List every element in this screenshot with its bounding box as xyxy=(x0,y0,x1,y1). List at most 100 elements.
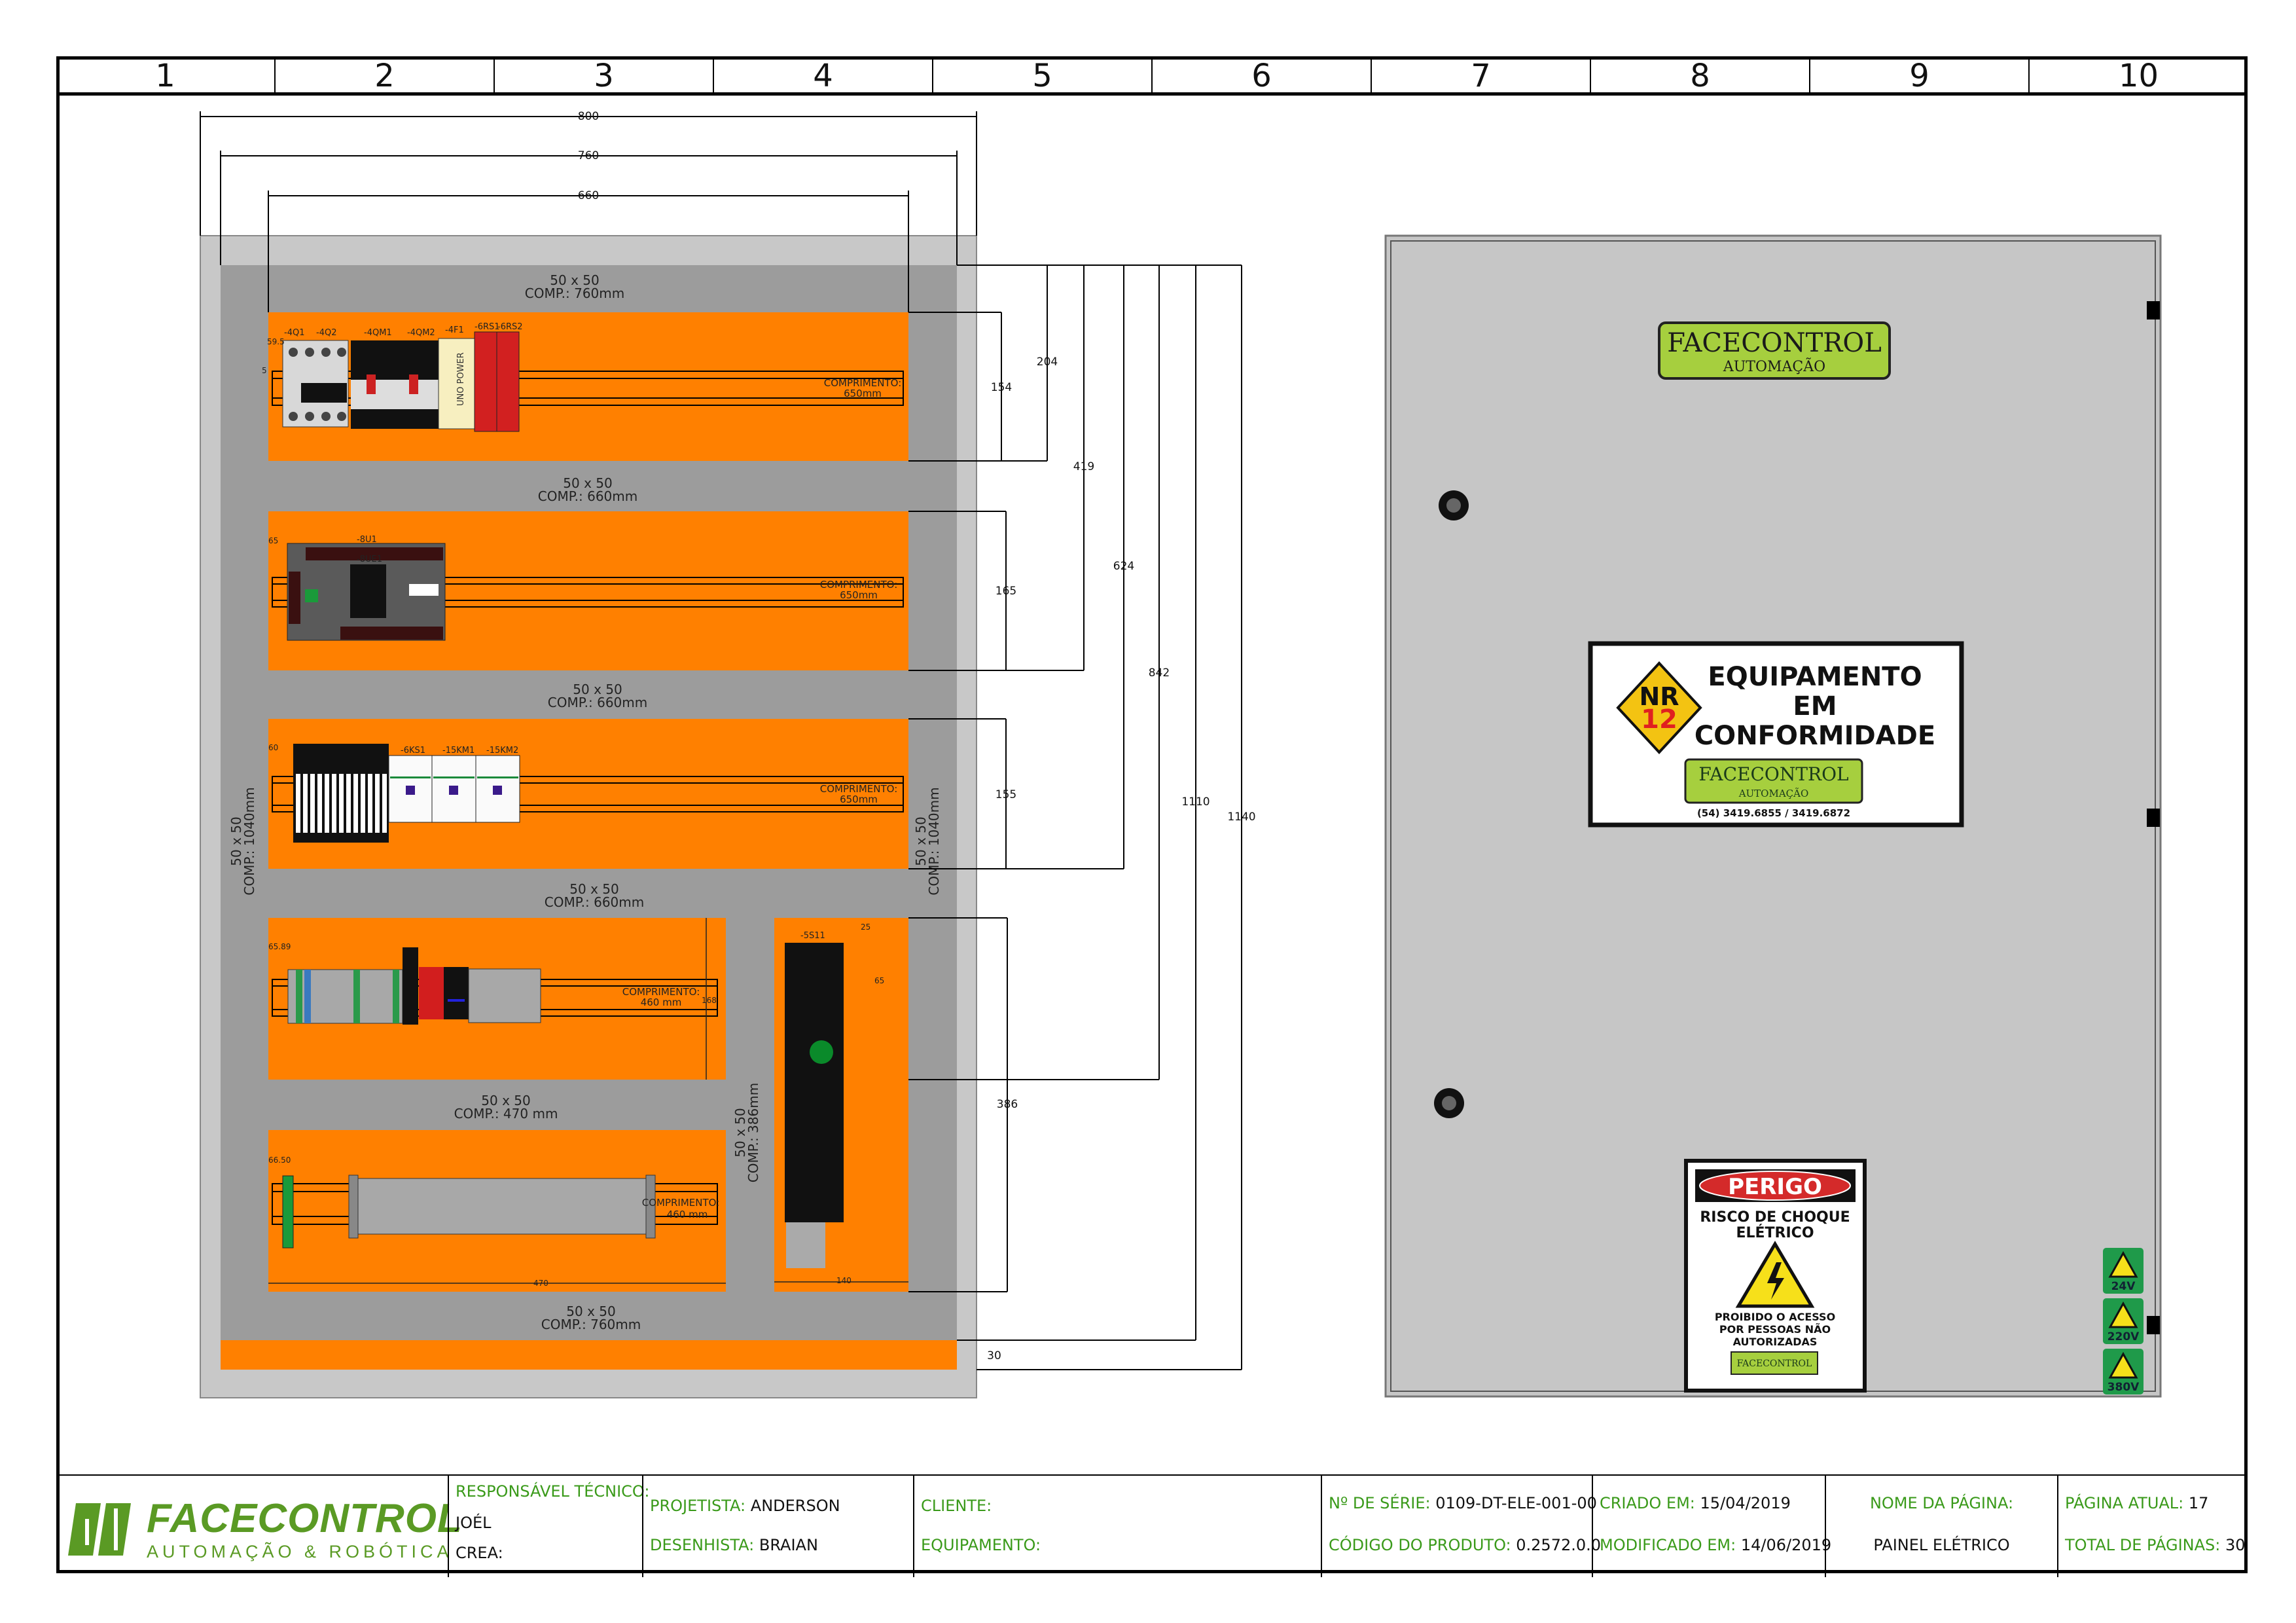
door-logo-text: FACECONTROL xyxy=(1667,328,1882,358)
danger-title: PERIGO xyxy=(1728,1174,1822,1200)
dim-165: 165 xyxy=(996,585,1016,598)
danger-line1: RISCO DE CHOQUE xyxy=(1700,1209,1850,1226)
facecontrol-logo-icon xyxy=(68,1503,131,1556)
safety-relay-6rs1 xyxy=(474,331,497,432)
door-lock-top[interactable] xyxy=(1439,490,1469,520)
criado-label: CRIADO EM: xyxy=(1600,1494,1695,1512)
tag-8u1: -8U1 xyxy=(357,535,377,545)
company-tagline: AUTOMAÇÃO & ROBÓTICA xyxy=(147,1542,453,1561)
grid-col-4: 4 xyxy=(713,56,932,94)
duct-top-length: COMP.: 760mm xyxy=(525,285,625,301)
rail1-length: 650mm xyxy=(844,388,882,399)
duct-row4-size: 50 x 50 xyxy=(569,881,619,897)
duct-right-length: COMP.: 1040mm xyxy=(926,787,942,895)
tag-4f1: -4F1 xyxy=(445,325,464,335)
codigo-label: CÓDIGO DO PRODUTO: xyxy=(1329,1536,1511,1554)
nr12-line2: EM xyxy=(1793,691,1837,721)
nr12-phone: (54) 3419.6855 / 3419.6872 xyxy=(1697,807,1850,819)
serie-value: 0109-DT-ELE-001-00 xyxy=(1435,1494,1597,1512)
row1-components: UNO POWER -4Q1 -4Q2 -4QM1 -4QM2 -4F1 -6R… xyxy=(282,322,523,432)
dim-419: 419 xyxy=(1073,460,1094,473)
resp-label: RESPONSÁVEL TÉCNICO: xyxy=(456,1482,650,1501)
dim-624: 624 xyxy=(1113,560,1134,573)
nr12-badge-num: 12 xyxy=(1641,704,1677,735)
dim-842: 842 xyxy=(1149,666,1170,680)
rail4-length: 460 mm xyxy=(641,996,682,1008)
door-logo-sub: AUTOMAÇÃO xyxy=(1723,357,1825,375)
duct-row3-length: COMP.: 660mm xyxy=(548,695,648,710)
danger-sign: PERIGO RISCO DE CHOQUE ELÉTRICO PROIBIDO… xyxy=(1684,1159,1867,1393)
dim-386: 386 xyxy=(997,1098,1018,1111)
power-supply-label: UNO POWER xyxy=(456,352,466,406)
door-lock-bottom[interactable] xyxy=(1434,1088,1464,1118)
total-value: 30 xyxy=(2225,1536,2246,1554)
grid-col-6: 6 xyxy=(1151,56,1371,94)
voltage-hazard-icon xyxy=(2108,1351,2138,1379)
power-supply-4f1 xyxy=(438,338,475,429)
nr12-logo-text: FACECONTROL xyxy=(1698,763,1848,785)
rail5-label: COMPRIMENTO: xyxy=(642,1197,720,1209)
dim-1140: 1140 xyxy=(1227,811,1255,824)
codigo-value: 0.2572.0.0 xyxy=(1516,1536,1602,1554)
nr12-line3: CONFORMIDADE xyxy=(1695,721,1935,751)
duct-row2-size: 50 x 50 xyxy=(563,475,612,491)
hinge-bottom xyxy=(2147,1316,2160,1334)
dim-204: 204 xyxy=(1037,356,1058,369)
nr12-line1: EQUIPAMENTO xyxy=(1708,662,1922,692)
duct-bottom-length: COMP.: 760mm xyxy=(541,1317,641,1332)
tag-4q1: -4Q1 xyxy=(284,328,304,338)
dim-25: 25 xyxy=(861,922,870,932)
dimension-values: 800 760 660 154 204 419 624 842 1110 114… xyxy=(578,110,1256,1362)
terminal-strip-b xyxy=(468,968,541,1023)
dim-660: 660 xyxy=(578,189,599,202)
resp-value: JOÉL xyxy=(456,1514,492,1532)
voltage-24v: 24V xyxy=(2111,1280,2136,1293)
tag-6rs2: -6RS2 xyxy=(497,322,523,332)
rail5-length: 460 mm xyxy=(667,1209,708,1220)
nr12-diamond-icon xyxy=(1616,661,1702,754)
page-name-cell: NOME DA PÁGINA: PAINEL ELÉTRICO xyxy=(1825,1476,2057,1577)
tag-4qm2: -4QM2 xyxy=(407,328,435,338)
cliente-cell: CLIENTE: EQUIPAMENTO: xyxy=(913,1476,1321,1577)
crea-label: CREA: xyxy=(456,1544,503,1562)
backplate-layout: UNO POWER -4Q1 -4Q2 -4QM1 -4QM2 -4F1 -6R… xyxy=(200,235,977,1398)
duct-row4-length: COMP.: 660mm xyxy=(545,894,645,910)
dates-cell: CRIADO EM: 15/04/2019 MODIFICADO EM: 14/… xyxy=(1592,1476,1831,1577)
tag-4qm1: -4QM1 xyxy=(364,328,392,338)
projetista-label: PROJETISTA: xyxy=(650,1497,746,1515)
dim-65: 65 xyxy=(268,536,278,545)
voltage-hazard-icon xyxy=(2108,1250,2138,1278)
tag-15km2: -15KM2 xyxy=(486,746,518,756)
voltage-labels: 24V 220V 380V xyxy=(2103,1248,2144,1395)
tag-4q2: -4Q2 xyxy=(316,328,336,338)
pagina-value: 17 xyxy=(2188,1494,2209,1512)
voltage-hazard-icon xyxy=(2108,1301,2138,1328)
duct-mid-length: COMP.: 386mm xyxy=(745,1083,761,1183)
dim-154: 154 xyxy=(991,381,1012,394)
bottom-duct-strip xyxy=(221,1340,957,1370)
modificado-label: MODIFICADO EM: xyxy=(1600,1536,1736,1554)
criado-value: 15/04/2019 xyxy=(1700,1494,1791,1512)
duct-left-size: 50 x 50 xyxy=(228,816,244,866)
cliente-label: CLIENTE: xyxy=(921,1497,992,1515)
duct-left-length: COMP.: 1040mm xyxy=(242,787,257,895)
row5-terminals xyxy=(282,1175,656,1249)
duct-mid-size: 50 x 50 xyxy=(732,1108,748,1157)
danger-line5: AUTORIZADAS xyxy=(1733,1336,1818,1348)
safety-relay-6rs2 xyxy=(496,331,520,432)
dim-59-5: 59.5 xyxy=(267,337,285,346)
grid-col-7: 7 xyxy=(1371,56,1590,94)
row2-plc: -8U1 -8UE1 xyxy=(287,535,446,641)
tag-6ks1: -6KS1 xyxy=(401,746,425,756)
din-rail-1 xyxy=(272,371,904,406)
door-logo: FACECONTROL AUTOMAÇÃO xyxy=(1658,321,1891,380)
projetista-value: ANDERSON xyxy=(750,1497,840,1515)
pagina-label: PÁGINA ATUAL: xyxy=(2065,1494,2184,1512)
danger-line2: ELÉTRICO xyxy=(1736,1224,1814,1241)
dim-30: 30 xyxy=(987,1349,1001,1362)
dim-66-50: 66.50 xyxy=(268,1156,291,1165)
dim-760: 760 xyxy=(578,149,599,162)
din-rail-2 xyxy=(272,577,904,608)
duct-labels: 50 x 50 COMP.: 760mm 50 x 50 COMP.: 660m… xyxy=(228,272,942,1332)
